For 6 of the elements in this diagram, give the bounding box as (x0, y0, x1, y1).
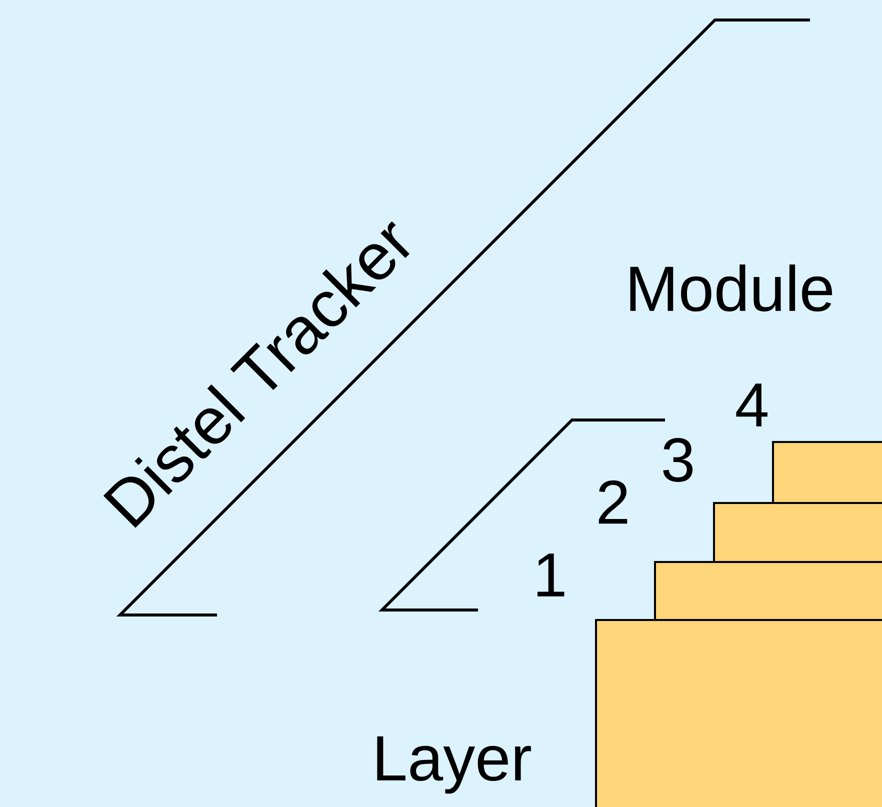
text-label: Module (630, 264, 832, 312)
text-label: Layer (377, 736, 531, 794)
number-label: 3 (663, 438, 693, 482)
number-label: 1 (538, 554, 564, 596)
number-label: 4 (736, 384, 768, 426)
number-label: 2 (598, 480, 628, 524)
